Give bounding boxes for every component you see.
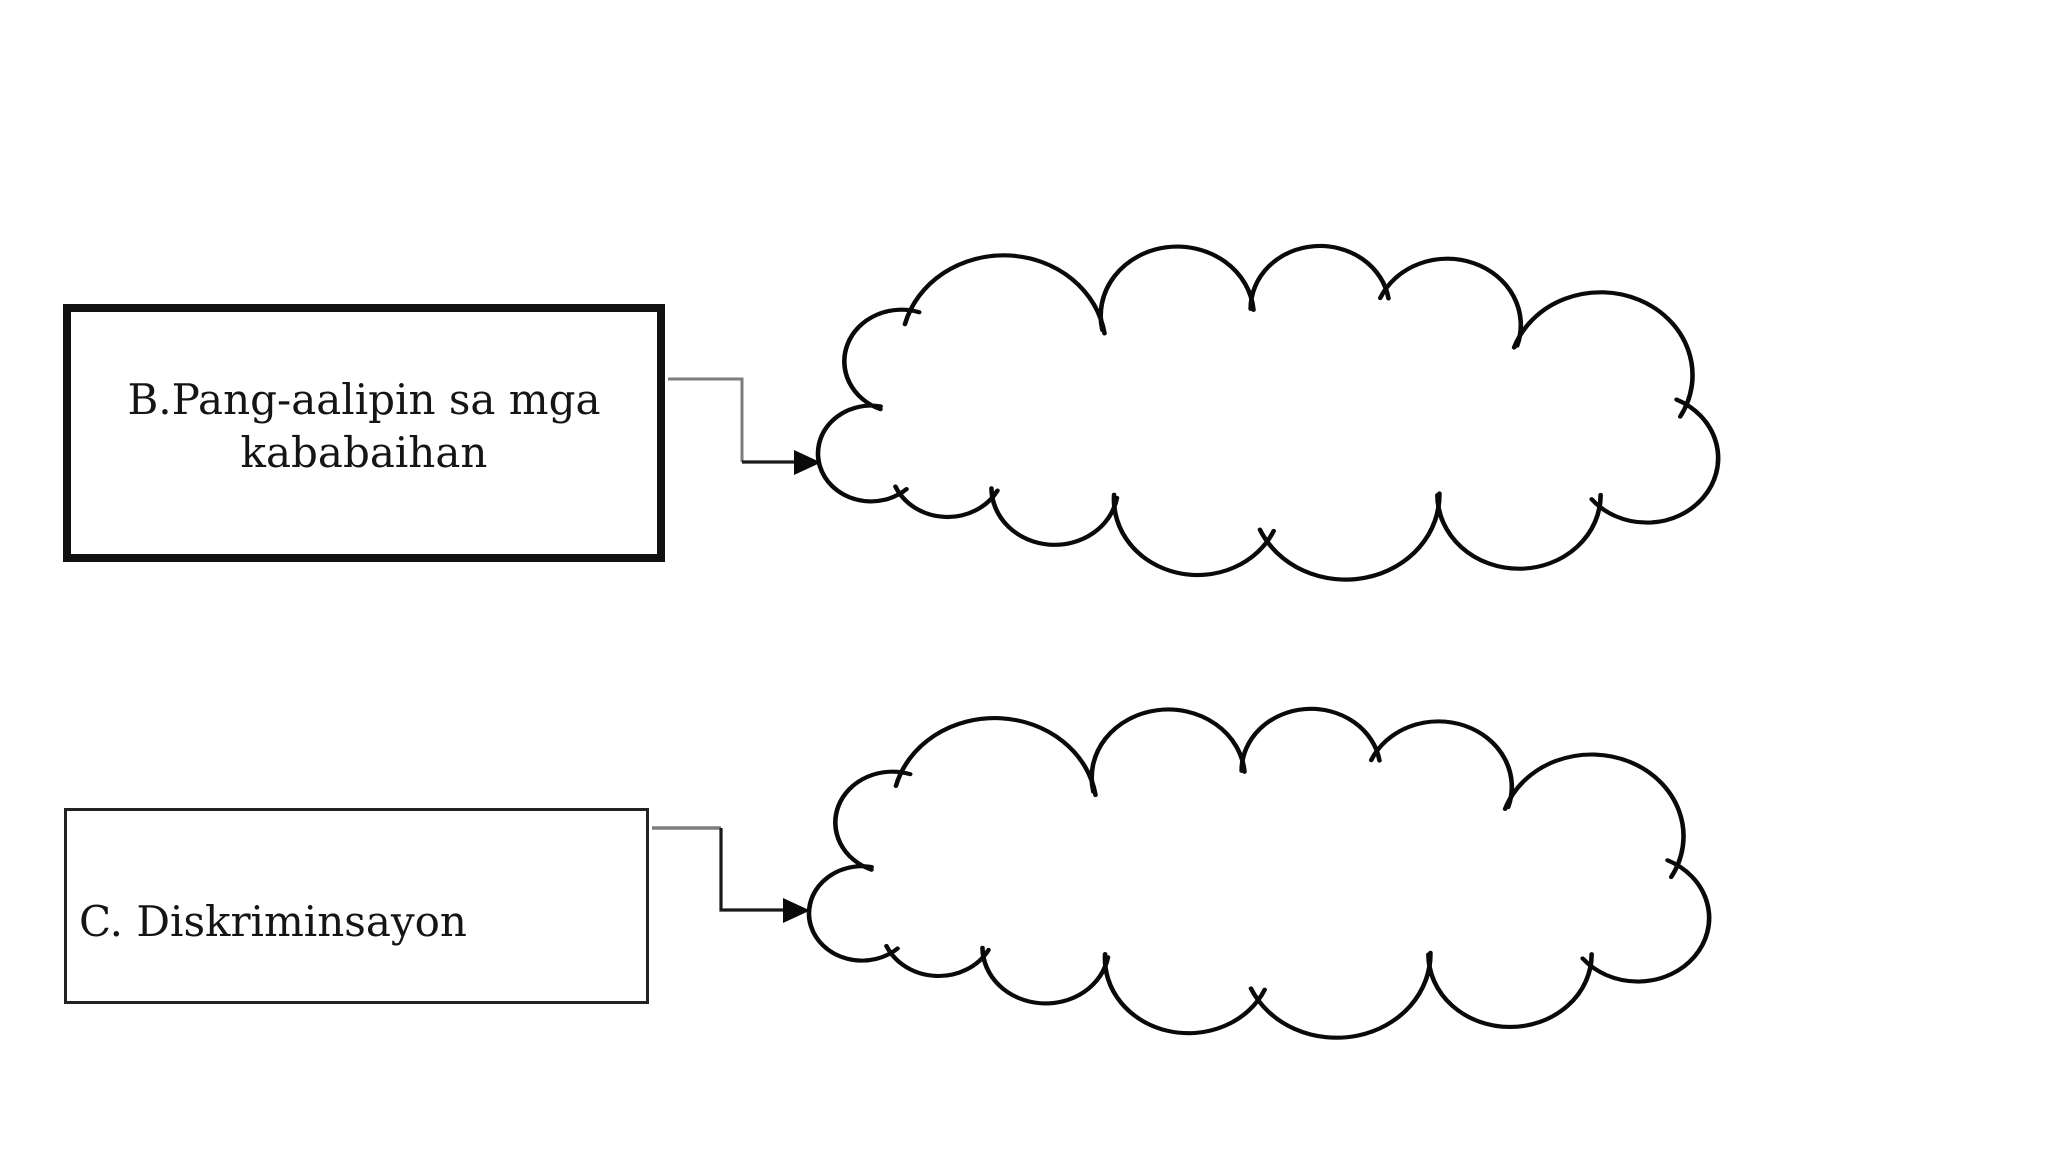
label-box-b-line2: kababaihan xyxy=(240,428,488,477)
label-box-c-line1: C. Diskriminsayon xyxy=(79,896,467,946)
label-box-c: C. Diskriminsayon xyxy=(64,808,649,1004)
cloud-outline-icon xyxy=(815,243,1721,582)
cloud-outline-icon xyxy=(806,706,1712,1040)
label-box-b-line1: B.Pang-aalipin sa mga xyxy=(127,375,601,424)
answer-cloud-b[interactable] xyxy=(769,237,1769,587)
connector-b-elbow xyxy=(668,377,744,462)
label-box-b: B.Pang-aalipin sa mga kababaihan xyxy=(63,304,665,562)
answer-cloud-c[interactable] xyxy=(760,700,1760,1045)
